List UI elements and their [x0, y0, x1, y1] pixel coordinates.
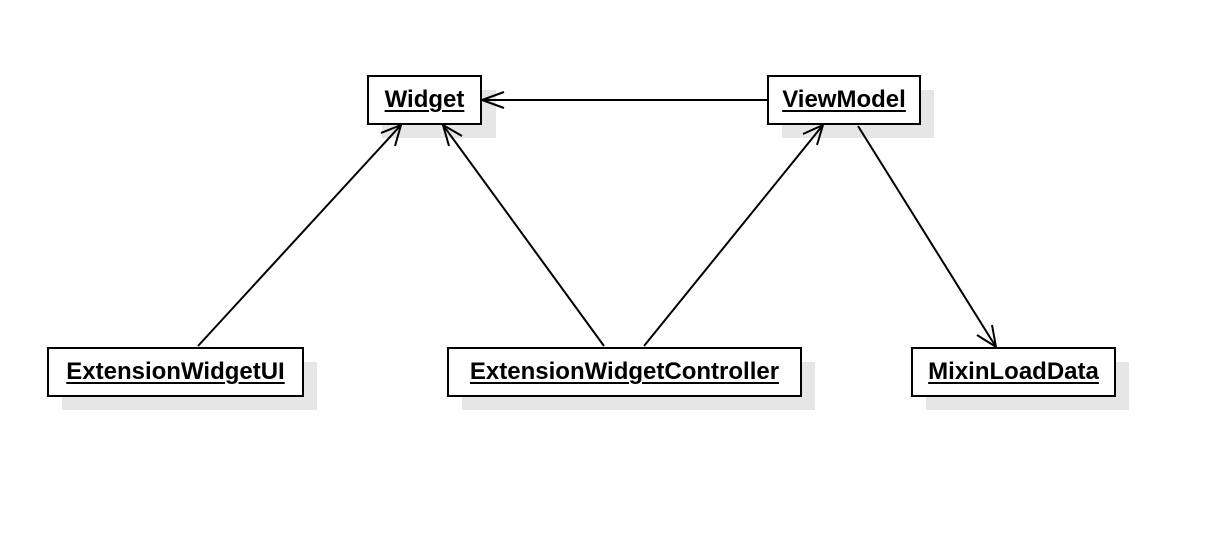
arrowhead-viewmodel-from-extension-widget-controller — [802, 123, 825, 146]
edge-extension-widget-ui-to-widget — [197, 124, 402, 347]
extension-widget-controller-object-box[interactable]: ExtensionWidgetController — [447, 347, 802, 397]
arrowhead-widget-from-viewmodel — [479, 91, 505, 109]
arrowhead-widget-from-extension-widget-controller — [441, 122, 463, 147]
edge-viewmodel-to-mixin-load-data — [857, 125, 997, 348]
extension-widget-ui-object-label: ExtensionWidgetUI — [66, 358, 285, 385]
widget-object-label: Widget — [384, 86, 465, 113]
arrowhead-widget-from-extension-widget-ui — [380, 123, 403, 147]
edge-extension-widget-controller-to-viewmodel — [643, 124, 824, 347]
extension-widget-ui-object-box[interactable]: ExtensionWidgetUI — [47, 347, 304, 397]
viewmodel-object-label: ViewModel — [782, 86, 906, 113]
widget-object-box[interactable]: Widget — [367, 75, 482, 125]
extension-widget-controller-object-label: ExtensionWidgetController — [469, 358, 780, 385]
mixin-load-data-object-box[interactable]: MixinLoadData — [911, 347, 1116, 397]
viewmodel-object-box[interactable]: ViewModel — [767, 75, 921, 125]
edge-extension-widget-controller-to-widget — [442, 124, 605, 347]
mixin-load-data-object-label: MixinLoadData — [928, 358, 1099, 385]
